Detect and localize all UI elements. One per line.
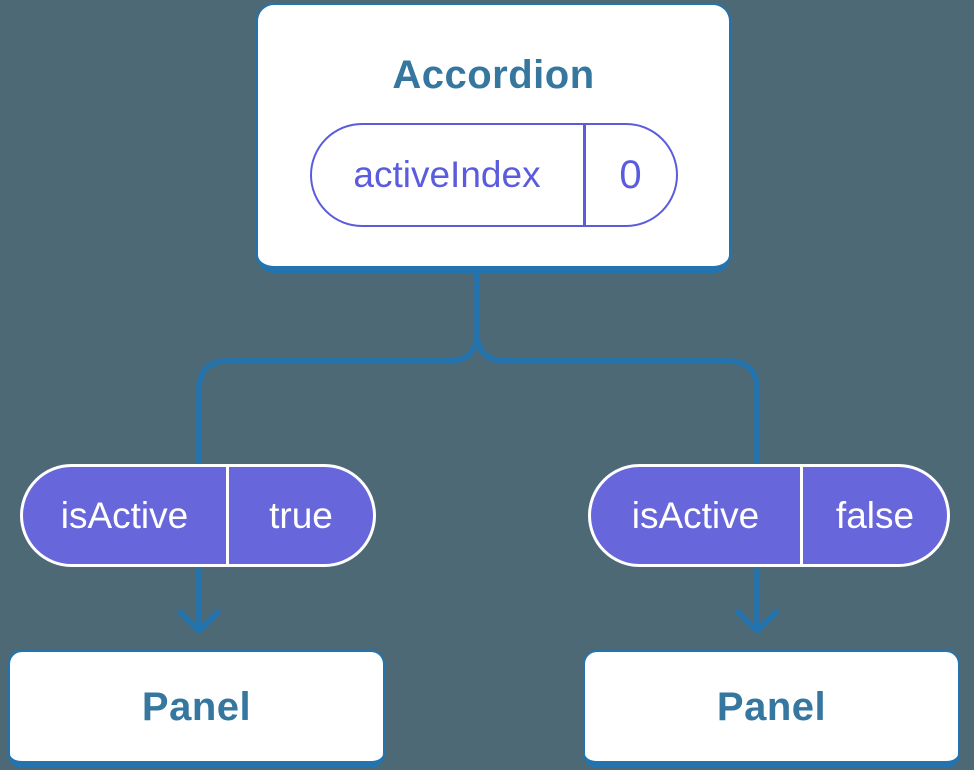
active-index-label: activeIndex bbox=[353, 154, 541, 195]
panel-title: Panel bbox=[141, 684, 252, 729]
accordion-title: Accordion bbox=[392, 53, 595, 97]
right-branch-line bbox=[474, 263, 760, 631]
is-active-false-pill: isActive false bbox=[588, 464, 950, 567]
is-active-value: true bbox=[269, 494, 333, 536]
is-active-value: false bbox=[835, 494, 915, 536]
is-active-label: isActive bbox=[60, 494, 189, 536]
right-arrowhead-icon bbox=[735, 609, 779, 634]
panel-title: Panel bbox=[716, 684, 827, 729]
accordion-node: Accordion activeIndex 0 bbox=[256, 3, 731, 273]
pill-divider bbox=[582, 125, 586, 225]
active-index-state-pill: activeIndex 0 bbox=[309, 123, 678, 227]
panel-node-left: Panel bbox=[8, 650, 385, 768]
is-active-true-pill: isActive true bbox=[20, 464, 376, 567]
is-active-label: isActive bbox=[631, 494, 760, 536]
panel-node-right: Panel bbox=[583, 650, 960, 768]
left-branch-line bbox=[196, 263, 480, 631]
pill-divider bbox=[800, 467, 803, 564]
left-arrowhead-icon bbox=[177, 609, 221, 634]
active-index-value: 0 bbox=[619, 152, 642, 197]
